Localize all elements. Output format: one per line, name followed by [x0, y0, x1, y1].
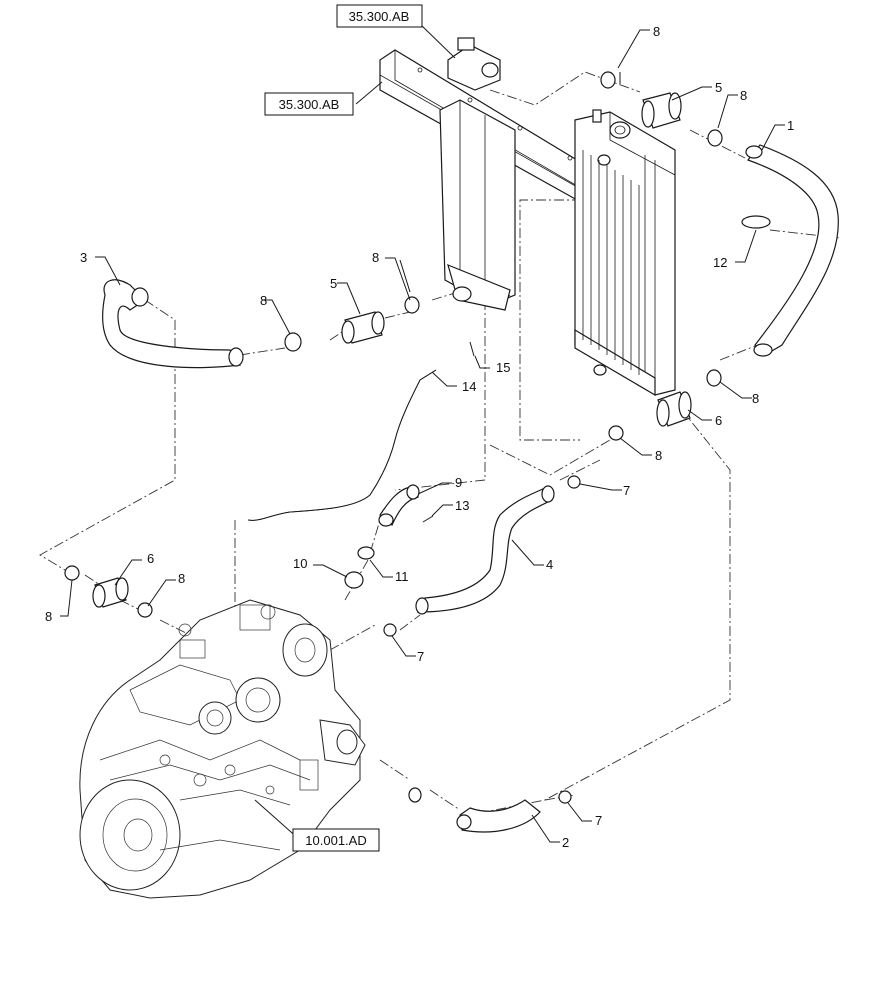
callout-8: 8 — [653, 24, 660, 39]
callout-14: 14 — [462, 379, 476, 394]
tube-14 — [247, 369, 437, 521]
sleeve-6-right — [656, 391, 692, 427]
callout-8: 8 — [655, 448, 662, 463]
callout-12: 12 — [713, 255, 727, 270]
callout-8: 8 — [45, 609, 52, 624]
callout-2: 2 — [562, 835, 569, 850]
callout-8: 8 — [260, 293, 267, 308]
callout-4: 4 — [546, 557, 553, 572]
callout-15: 15 — [496, 360, 510, 375]
callout-7: 7 — [623, 483, 630, 498]
hose-3 — [102, 279, 244, 369]
callout-leaders — [60, 23, 785, 843]
hose-1 — [745, 144, 839, 357]
hose-2 — [456, 799, 541, 833]
radiator-support-frame — [379, 37, 611, 311]
callout-5: 5 — [330, 276, 337, 291]
reference-label: 35.300.AB — [279, 97, 340, 112]
callout-9: 9 — [455, 475, 462, 490]
callout-8: 8 — [178, 571, 185, 586]
sleeve-5-left — [341, 311, 385, 344]
callout-8: 8 — [740, 88, 747, 103]
callout-1: 1 — [787, 118, 794, 133]
sleeve-6-left — [92, 577, 129, 608]
elbow-9 — [378, 484, 420, 527]
radiator — [574, 109, 676, 397]
clamps — [64, 71, 723, 804]
callout-13: 13 — [455, 498, 469, 513]
reference-label: 35.300.AB — [349, 9, 410, 24]
pin-13 — [422, 515, 434, 523]
callout-11: 11 — [395, 569, 409, 584]
hose-4 — [415, 485, 555, 615]
callout-8: 8 — [752, 391, 759, 406]
callout-6: 6 — [147, 551, 154, 566]
sleeve-5-top — [641, 92, 682, 129]
callout-8: 8 — [372, 250, 379, 265]
reference-label: 10.001.AD — [305, 833, 366, 848]
part-12-seal — [741, 215, 771, 229]
callout-numbers: 8 5 8 1 12 3 8 5 8 15 14 8 6 8 9 7 13 10… — [45, 24, 794, 850]
reference-box-top[interactable]: 35.300.AB — [336, 4, 423, 28]
callout-3: 3 — [80, 250, 87, 265]
callout-10: 10 — [293, 556, 307, 571]
callout-7: 7 — [595, 813, 602, 828]
engine — [79, 599, 366, 899]
callout-5: 5 — [715, 80, 722, 95]
reference-box-engine[interactable]: 10.001.AD — [292, 828, 380, 852]
pin-15 — [469, 341, 475, 357]
callout-6: 6 — [715, 413, 722, 428]
callout-7: 7 — [417, 649, 424, 664]
reference-box-mid[interactable]: 35.300.AB — [264, 92, 354, 116]
